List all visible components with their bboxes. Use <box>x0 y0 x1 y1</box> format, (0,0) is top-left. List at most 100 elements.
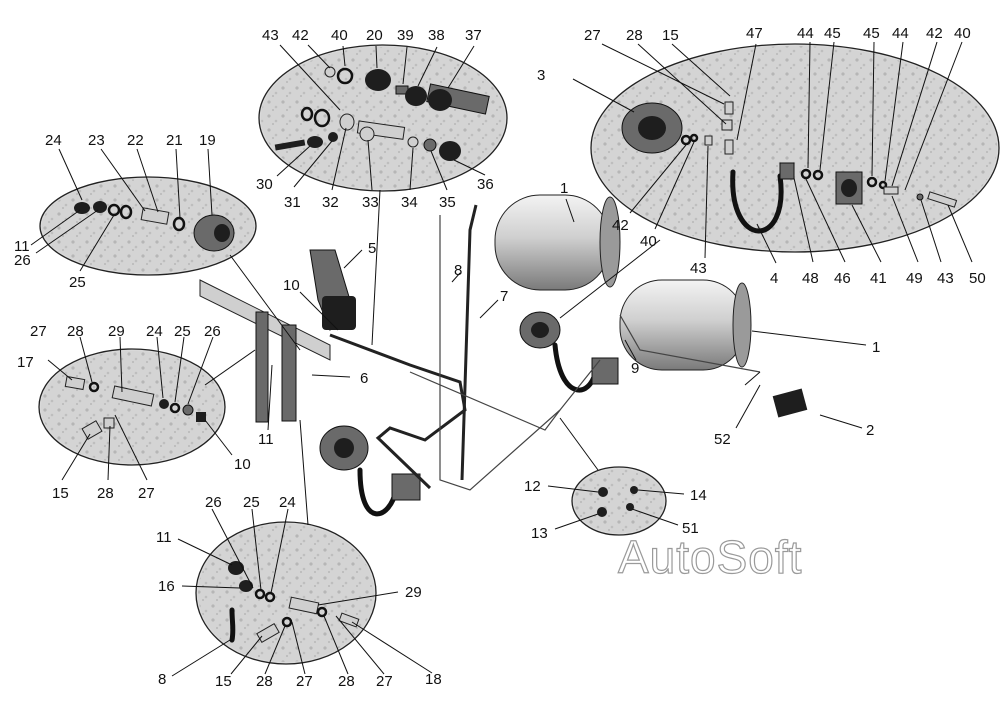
callout-30: 30 <box>256 176 273 193</box>
main-assembly <box>199 194 808 517</box>
callout-38: 38 <box>428 27 445 44</box>
callout-27: 27 <box>30 323 47 340</box>
callout-27: 27 <box>584 27 601 44</box>
callout-42: 42 <box>612 217 629 234</box>
callout-25: 25 <box>243 494 260 511</box>
detail-bubble-top-center <box>258 44 508 192</box>
callout-28: 28 <box>67 323 84 340</box>
callout-23: 23 <box>88 132 105 149</box>
callout-17: 17 <box>17 354 34 371</box>
callout-22: 22 <box>127 132 144 149</box>
callout-24: 24 <box>279 494 296 511</box>
callout-15: 15 <box>662 27 679 44</box>
callout-43: 43 <box>937 270 954 287</box>
callout-20: 20 <box>366 27 383 44</box>
callout-43: 43 <box>262 27 279 44</box>
parts-bottom-left <box>228 561 360 644</box>
watermark-text: AutoSoft <box>617 530 803 583</box>
callout-10: 10 <box>283 277 300 294</box>
parts-left-middle <box>64 375 206 440</box>
parts-top-center <box>274 66 490 161</box>
callout-40: 40 <box>640 233 657 250</box>
callout-35: 35 <box>439 194 456 211</box>
air-tank-lower <box>619 279 752 371</box>
callout-49: 49 <box>906 270 923 287</box>
callout-27: 27 <box>138 485 155 502</box>
callout-25: 25 <box>174 323 191 340</box>
callout-28: 28 <box>626 27 643 44</box>
callout-11: 11 <box>14 238 30 255</box>
callout-32: 32 <box>322 194 339 211</box>
callout-26: 26 <box>205 494 222 511</box>
callout-28: 28 <box>338 673 355 690</box>
callout-7: 7 <box>500 288 508 305</box>
callout-40: 40 <box>954 25 971 42</box>
callout-29: 29 <box>108 323 125 340</box>
callout-42: 42 <box>292 27 309 44</box>
callout-8: 8 <box>158 671 166 688</box>
callout-21: 21 <box>166 132 183 149</box>
callout-33: 33 <box>362 194 379 211</box>
callout-26: 26 <box>14 252 31 269</box>
callout-50: 50 <box>969 270 986 287</box>
callout-44: 44 <box>892 25 909 42</box>
callout-51: 51 <box>682 520 699 537</box>
callout-42: 42 <box>926 25 943 42</box>
callout-4: 4 <box>770 270 778 287</box>
callout-6: 6 <box>360 370 368 387</box>
callout-44: 44 <box>797 25 814 42</box>
callout-1: 1 <box>560 180 568 197</box>
callout-36: 36 <box>477 176 494 193</box>
callout-31: 31 <box>284 194 301 211</box>
parts-small-center <box>597 486 638 517</box>
callout-28: 28 <box>97 485 114 502</box>
detail-bubble-small-center <box>571 466 667 536</box>
callout-29: 29 <box>405 584 422 601</box>
leader-lines <box>30 41 973 677</box>
callout-47: 47 <box>746 25 763 42</box>
callout-16: 16 <box>158 578 175 595</box>
callout-5: 5 <box>368 240 376 257</box>
callout-19: 19 <box>199 132 216 149</box>
callout-3: 3 <box>537 67 545 84</box>
callout-18: 18 <box>425 671 442 688</box>
detail-bubble-bottom-left <box>195 521 377 665</box>
callout-45: 45 <box>824 25 841 42</box>
callout-1: 1 <box>872 339 880 356</box>
callout-labels: 43 42 40 20 39 38 37 30 31 32 33 34 35 3… <box>14 25 986 690</box>
callout-12: 12 <box>524 478 541 495</box>
callout-41: 41 <box>870 270 887 287</box>
callout-13: 13 <box>531 525 548 542</box>
callout-43: 43 <box>690 260 707 277</box>
callout-48: 48 <box>802 270 819 287</box>
parts-left-upper <box>74 201 235 252</box>
callout-52: 52 <box>714 431 731 448</box>
air-tank-upper <box>494 194 621 291</box>
callout-2: 2 <box>866 422 874 439</box>
callout-25: 25 <box>69 274 86 291</box>
callout-14: 14 <box>690 487 707 504</box>
callout-40: 40 <box>331 27 348 44</box>
detail-bubble-left-upper <box>39 176 257 276</box>
callout-10: 10 <box>234 456 251 473</box>
callout-26: 26 <box>204 323 221 340</box>
callout-39: 39 <box>397 27 414 44</box>
callout-24: 24 <box>45 132 62 149</box>
callout-8: 8 <box>454 262 462 279</box>
parts-top-right <box>621 101 958 234</box>
callout-15: 15 <box>215 673 232 690</box>
callout-11: 11 <box>258 431 274 448</box>
callout-24: 24 <box>146 323 163 340</box>
callout-37: 37 <box>465 27 482 44</box>
callout-45: 45 <box>863 25 880 42</box>
callout-11: 11 <box>156 529 172 546</box>
callout-28: 28 <box>256 673 273 690</box>
callout-34: 34 <box>401 194 418 211</box>
callout-27: 27 <box>296 673 313 690</box>
callout-27: 27 <box>376 673 393 690</box>
detail-bubble-left-middle <box>38 348 226 466</box>
callout-46: 46 <box>834 270 851 287</box>
callout-9: 9 <box>631 360 639 377</box>
callout-15: 15 <box>52 485 69 502</box>
